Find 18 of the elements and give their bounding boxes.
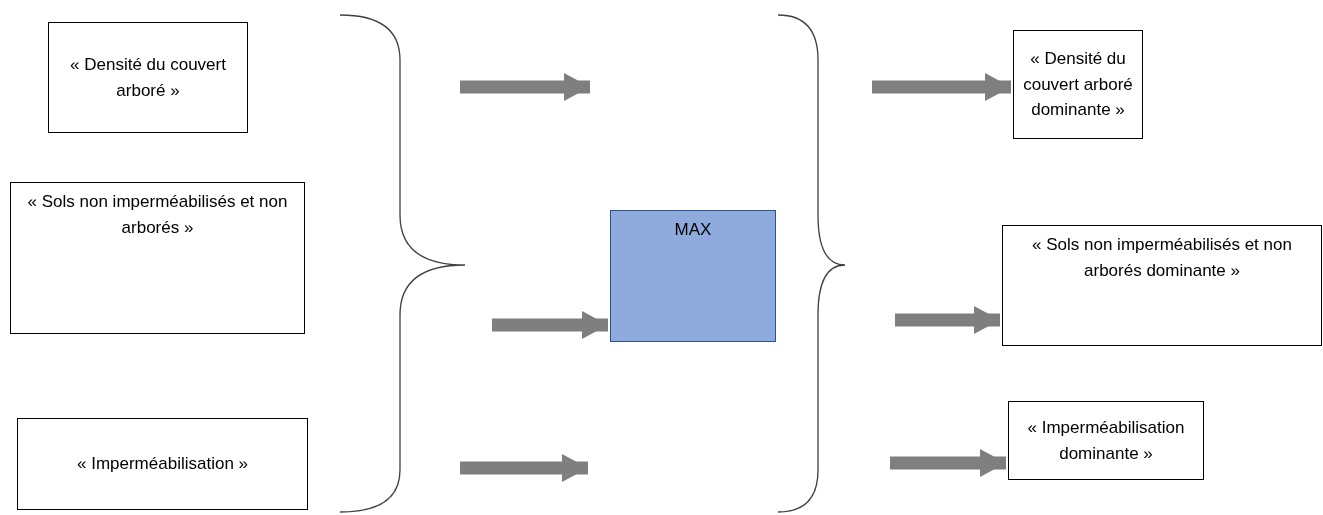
text-box: [10, 182, 305, 334]
arrow: [872, 73, 1011, 101]
box-label: MAX: [674, 219, 712, 241]
box-label: « Densité du couvert arboré »: [69, 54, 227, 102]
process-box: [610, 210, 776, 342]
text-box: [17, 418, 308, 510]
arrow: [895, 306, 1000, 334]
arrow: [492, 311, 608, 339]
text-box: [1013, 30, 1143, 139]
text-box: [1002, 225, 1322, 346]
box-label: « Sols non imperméabilisés et non arborés »: [26, 191, 289, 239]
text-box: [48, 22, 248, 133]
box-label: « Imperméabilisation dominante »: [1026, 417, 1186, 465]
text-box: [1008, 401, 1204, 480]
box-label: « Imperméabilisation »: [77, 453, 248, 476]
box-label: « Sols non imperméabilisés et non arborés dominante »: [1031, 234, 1293, 282]
box-label: « Densité du couvert arboré dominante »: [1022, 48, 1134, 122]
arrow: [890, 449, 1006, 477]
